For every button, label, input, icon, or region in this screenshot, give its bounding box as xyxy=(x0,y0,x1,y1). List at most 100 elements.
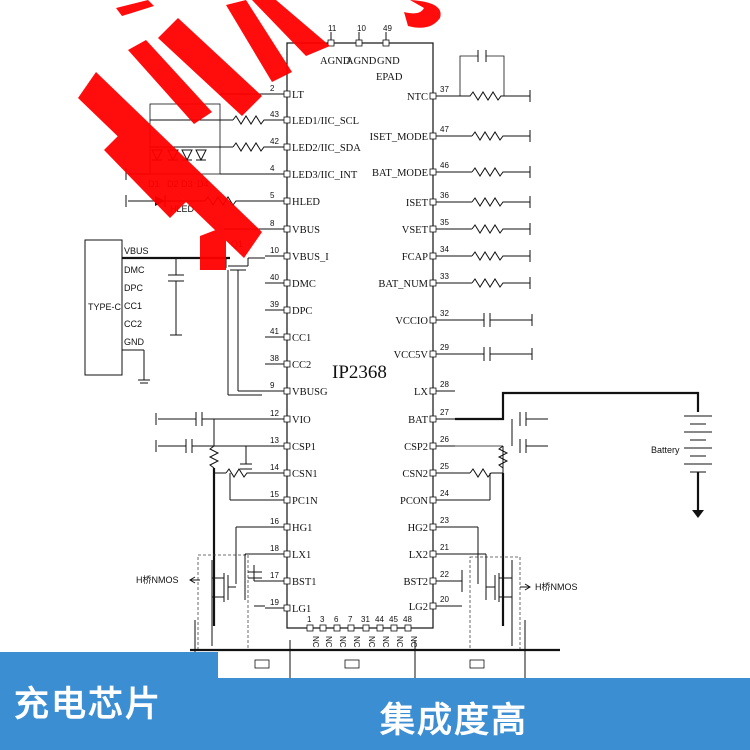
left-pin-num: 14 xyxy=(270,463,279,472)
left-pin-label: CC1 xyxy=(292,333,311,344)
left-pin-num: 43 xyxy=(270,110,279,119)
bottom-pin-label: NC xyxy=(367,636,376,648)
right-pin-label: NTC xyxy=(407,92,428,103)
bottom-pin: 3NC xyxy=(319,615,333,648)
left-pin-num: 42 xyxy=(270,137,279,146)
left-pin-num: 10 xyxy=(270,246,279,255)
left-pin-label: LT xyxy=(292,90,304,101)
left-pin-num: 15 xyxy=(270,490,279,499)
chip-name: IP2368 xyxy=(332,362,387,383)
left-pin-num: 19 xyxy=(270,598,279,607)
banner-left-text: 充电芯片 xyxy=(14,685,163,725)
usb-pin: CC2 xyxy=(124,319,142,329)
right-pin-num: 36 xyxy=(440,191,449,200)
watermark-stroke xyxy=(200,226,226,270)
usb-pin: CC1 xyxy=(124,301,142,311)
left-pin-label: CSN1 xyxy=(292,469,318,480)
banner-right xyxy=(218,678,750,750)
right-pin-num: 26 xyxy=(440,435,449,444)
left-pin-num: 2 xyxy=(270,84,275,93)
right-pin-label: BAT xyxy=(408,415,428,426)
right-pin-num: 34 xyxy=(440,245,449,254)
mos-right-label: H桥NMOS xyxy=(535,581,578,592)
left-pin-label: BST1 xyxy=(292,577,317,588)
right-pin-num: 23 xyxy=(440,516,449,525)
hled-label: HLED xyxy=(170,204,195,214)
left-pin-label: CC2 xyxy=(292,360,311,371)
bottom-pin-label: NC xyxy=(395,636,404,648)
bottom-pin-label: NC xyxy=(352,636,361,648)
top-pin-label: AGND xyxy=(346,56,377,67)
top-pin-num: 10 xyxy=(357,24,366,33)
left-pin-num: 39 xyxy=(270,300,279,309)
left-pin-label: VBUSG xyxy=(292,387,328,398)
right-pin-num: 28 xyxy=(440,380,449,389)
left-pin-label: LED1/IIC_SCL xyxy=(292,116,359,127)
top-pin-num: 49 xyxy=(383,24,392,33)
left-pin-label: LG1 xyxy=(292,604,311,615)
bottom-pin-label: NC xyxy=(338,636,347,648)
left-pin-num: 16 xyxy=(270,517,279,526)
left-mos-block: H桥NMOS xyxy=(136,526,265,651)
top-pin: 11 AGND xyxy=(320,24,351,67)
right-pin-num: 24 xyxy=(440,489,449,498)
left-pin-num: 5 xyxy=(270,191,275,200)
bottom-pin: 6NC xyxy=(333,615,347,648)
watermark-stroke xyxy=(116,0,154,16)
bottom-pin-num: 45 xyxy=(389,615,398,624)
top-pin: 10 AGND xyxy=(346,24,377,67)
left-pin-label: LX1 xyxy=(292,550,311,561)
right-pin-label: HG2 xyxy=(408,523,428,534)
left-pin-num: 41 xyxy=(270,327,279,336)
right-pin-label: BAT_NUM xyxy=(378,279,428,290)
left-pin-label: CSP1 xyxy=(292,442,316,453)
right-mos-block: H桥NMOS xyxy=(455,526,578,651)
top-pin: 49 GND xyxy=(377,24,400,67)
right-pin-num: 33 xyxy=(440,272,449,281)
left-pin-num: 17 xyxy=(270,571,279,580)
bottom-pin-label: NC xyxy=(381,636,390,648)
left-pin-label: DMC xyxy=(292,279,316,290)
left-sense-network xyxy=(155,412,265,626)
battery-symbol: Battery xyxy=(455,391,712,518)
left-pin-label: VBUS xyxy=(292,225,320,236)
top-pin-label: AGND xyxy=(320,56,351,67)
type-c-connector: TYPE-C VBUS DMC DPC CC1 CC2 GND xyxy=(84,239,230,384)
left-pin-num: 4 xyxy=(270,164,275,173)
left-pin-num: 18 xyxy=(270,544,279,553)
bottom-pin-num: 3 xyxy=(320,615,325,624)
right-pin-label: CSP2 xyxy=(404,442,428,453)
left-pin-label: VIO xyxy=(292,415,311,426)
left-pin: 2LT xyxy=(265,84,304,101)
right-sense-network xyxy=(455,412,548,626)
watermark-stroke xyxy=(78,72,262,258)
left-pin-num: 9 xyxy=(270,381,275,390)
watermark-stroke xyxy=(158,18,262,116)
watermark-stroke xyxy=(226,0,292,82)
battery-label: Battery xyxy=(651,445,680,455)
bottom-bus xyxy=(190,620,560,680)
